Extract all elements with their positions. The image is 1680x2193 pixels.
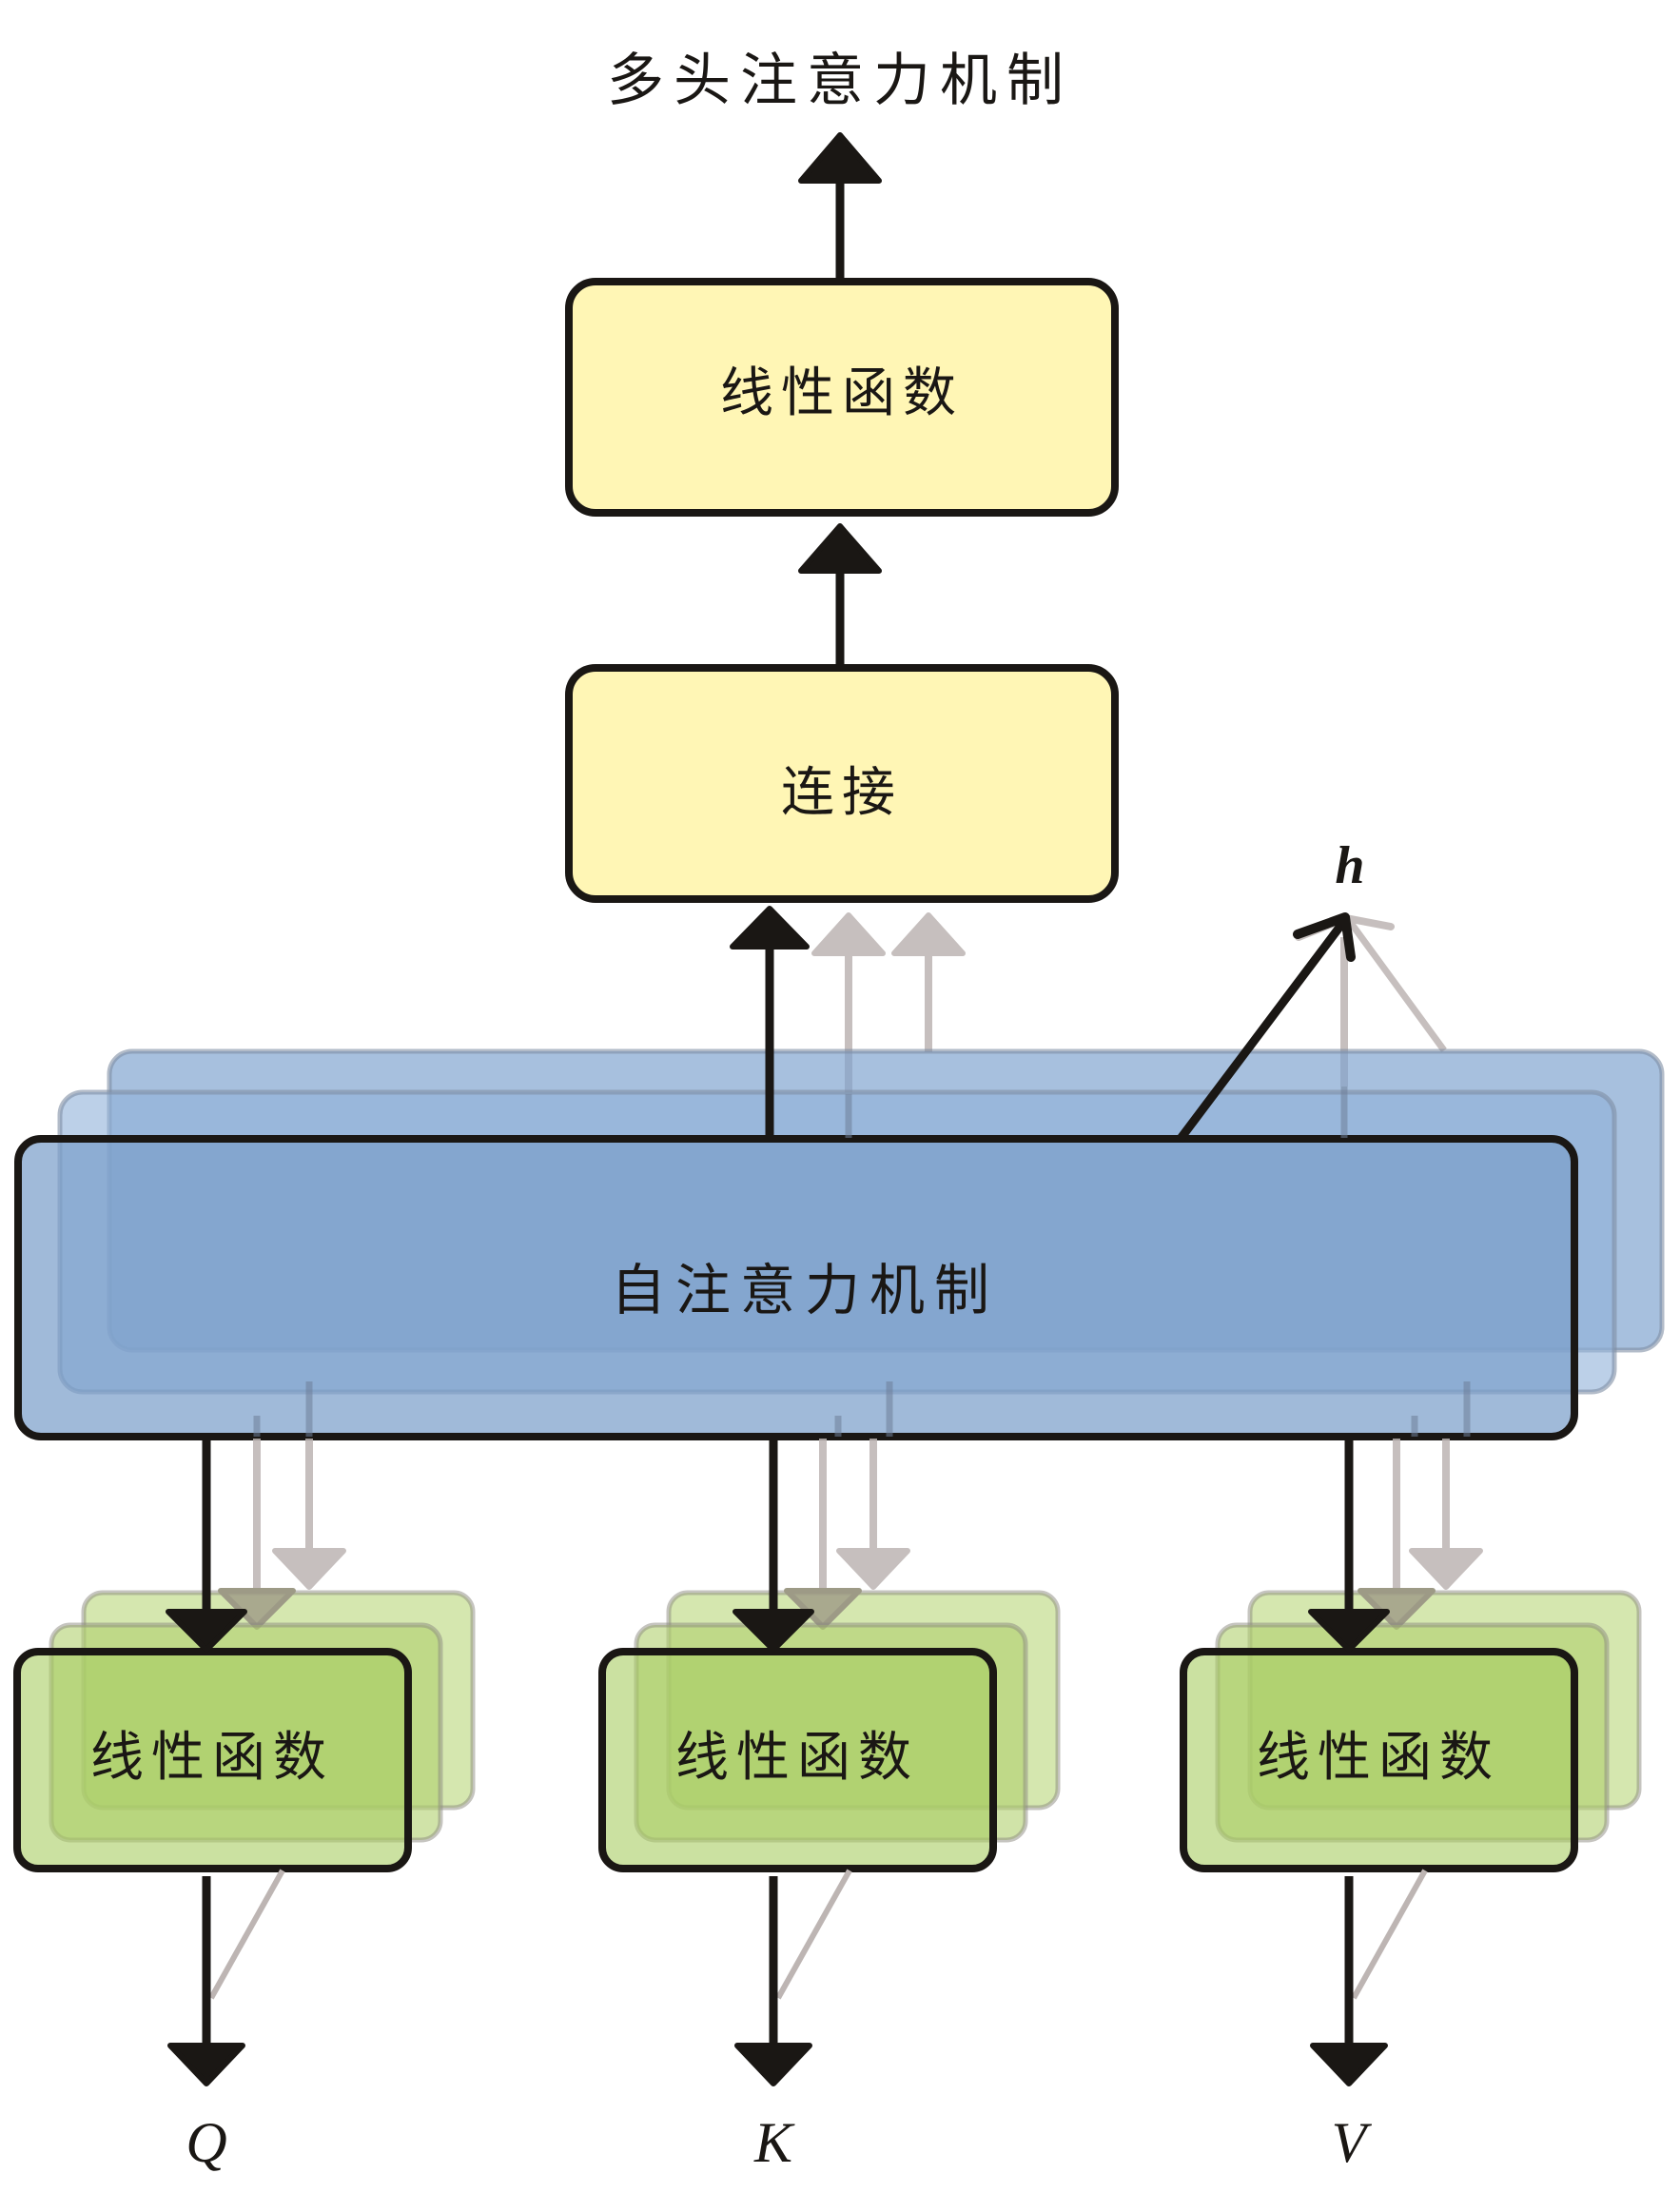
gray-head-arrows [819, 1439, 910, 1594]
input-column-q: 线性函数 Q [13, 1439, 476, 2174]
head-arrow-to-h [1176, 912, 1356, 1143]
input-arrow [1310, 1876, 1388, 2086]
concat-label: 连接 [781, 762, 903, 824]
input-label-k: K [753, 2111, 795, 2174]
arrow-to-linear [1308, 1440, 1390, 1653]
concat-box: 连接 [565, 664, 1119, 903]
input-column-v: 线性函数 V [1180, 1439, 1642, 2174]
gray-head-arrows [253, 1439, 346, 1594]
head-arrow-to-concat [730, 906, 810, 1142]
arrow-to-linear [733, 1440, 814, 1653]
linear-layer-front [1180, 1648, 1578, 1872]
input-linear-label: 线性函数 [675, 1727, 919, 1789]
head-arrows-to-concat-gray [811, 912, 966, 1094]
linear-layer-front [13, 1648, 412, 1872]
input-columns: 线性函数 Q 线性函数 K 线性函数 V [13, 1439, 1642, 2174]
head-stubs-inside-blue [253, 1087, 1471, 1437]
heads-count-label: h [1335, 836, 1364, 895]
output-linear-box: 线性函数 [565, 278, 1119, 517]
linear-layer-front [598, 1648, 997, 1872]
diagram-title: 多头注意力机制 [607, 48, 1073, 114]
input-linear-label: 线性函数 [1257, 1727, 1500, 1789]
gray-input-line [1351, 1869, 1428, 2000]
output-linear-label: 线性函数 [720, 362, 964, 424]
input-arrow [734, 1876, 812, 2086]
input-label-v: V [1332, 2111, 1373, 2174]
gray-input-line [775, 1869, 852, 2000]
input-linear-label: 线性函数 [90, 1727, 334, 1789]
input-column-k: 线性函数 K [598, 1439, 1061, 2174]
self-attention-label: 自注意力机制 [611, 1258, 999, 1322]
gray-head-arrows [1393, 1439, 1483, 1594]
self-attention-layer-front [14, 1135, 1578, 1440]
input-arrow [167, 1876, 245, 2086]
input-label-q: Q [186, 2111, 226, 2174]
output-arrow [798, 132, 882, 278]
concat-to-linear-arrow [798, 523, 882, 666]
arrow-to-linear [166, 1440, 247, 1653]
gray-input-line [208, 1869, 285, 2000]
self-attention-stack: 自注意力机制 [14, 1048, 1665, 1440]
